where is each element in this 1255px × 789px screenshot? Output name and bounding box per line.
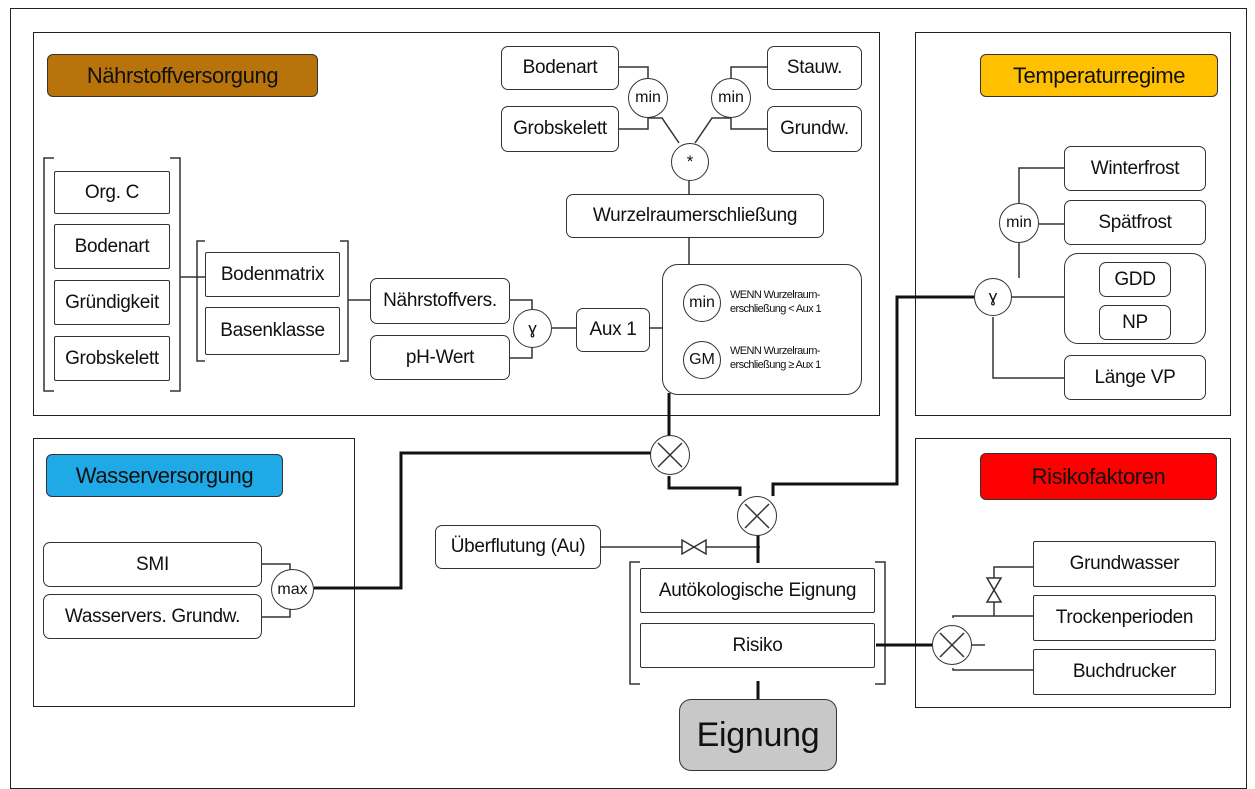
panel-title-risikofaktoren: Risikofaktoren xyxy=(980,453,1217,500)
node-ph-wert: pH-Wert xyxy=(370,335,510,380)
node-spaetfrost: Spätfrost xyxy=(1064,200,1206,245)
operator-max-wasser: max xyxy=(271,569,314,610)
cross-icon xyxy=(939,632,965,658)
node-eignung: Eignung xyxy=(679,699,837,771)
operator-gamma-naehrstoff: ɣ xyxy=(513,309,552,348)
node-bodenmatrix: Bodenmatrix xyxy=(205,252,340,297)
panel-title-naehrstoffversorgung: Nährstoffversorgung xyxy=(47,54,318,97)
node-org-c: Org. C xyxy=(54,171,170,214)
node-wasservers-grundw: Wasservers. Grundw. xyxy=(43,594,262,639)
node-naehrstoffvers: Nährstoffvers. xyxy=(370,278,510,324)
node-basenklasse: Basenklasse xyxy=(205,307,340,355)
cross-icon xyxy=(744,503,770,529)
node-grundwasser: Grundwasser xyxy=(1033,541,1216,587)
node-laenge-vp: Länge VP xyxy=(1064,355,1206,400)
cross-icon xyxy=(657,442,683,468)
condition-min-rule-line2: erschließung < Aux 1 xyxy=(730,303,822,315)
node-wurzelraumerschliessung: Wurzelraumerschließung xyxy=(566,194,824,238)
operator-min-condition: min xyxy=(683,284,721,322)
condition-gm-rule: WENN Wurzelraum- erschließung ≥ Aux 1 xyxy=(730,344,821,372)
operator-combine-lower xyxy=(737,496,777,536)
panel-title-wasserversorgung: Wasserversorgung xyxy=(46,454,283,497)
node-bodenart-left: Bodenart xyxy=(54,224,170,269)
node-grobskelett-top: Grobskelett xyxy=(501,106,619,152)
node-aux1: Aux 1 xyxy=(576,308,650,352)
node-ueberflutung: Überflutung (Au) xyxy=(435,525,601,569)
operator-product: * xyxy=(671,143,709,181)
node-buchdrucker: Buchdrucker xyxy=(1033,649,1216,695)
operator-combine-risk xyxy=(932,625,972,665)
node-bodenart-top: Bodenart xyxy=(501,46,619,90)
node-risiko: Risiko xyxy=(640,623,875,668)
node-grobskelett-left: Grobskelett xyxy=(54,336,170,381)
node-winterfrost: Winterfrost xyxy=(1064,146,1206,191)
node-stauw: Stauw. xyxy=(767,46,862,90)
node-gdd: GDD xyxy=(1099,262,1171,297)
panel-title-temperaturregime: Temperaturregime xyxy=(980,54,1218,97)
condition-gm-rule-line2: erschließung ≥ Aux 1 xyxy=(730,359,821,371)
node-autoekologische-eignung: Autökologische Eignung xyxy=(640,568,875,613)
node-smi: SMI xyxy=(43,542,262,587)
operator-min-top-left: min xyxy=(628,78,668,118)
operator-min-temperatur: min xyxy=(999,203,1039,243)
node-trockenperioden: Trockenperioden xyxy=(1033,595,1216,641)
operator-gm-condition: GM xyxy=(683,341,721,379)
condition-min-rule: WENN Wurzelraum- erschließung < Aux 1 xyxy=(730,288,822,316)
node-gruendigkeit: Gründigkeit xyxy=(54,280,170,325)
operator-min-top-right: min xyxy=(711,78,751,118)
condition-gm-rule-line1: WENN Wurzelraum- xyxy=(730,345,820,357)
condition-min-rule-line1: WENN Wurzelraum- xyxy=(730,289,820,301)
operator-gamma-temperatur: ɣ xyxy=(974,278,1012,316)
node-grundw: Grundw. xyxy=(767,106,862,152)
operator-combine-upper xyxy=(650,435,690,475)
node-np: NP xyxy=(1099,305,1171,340)
